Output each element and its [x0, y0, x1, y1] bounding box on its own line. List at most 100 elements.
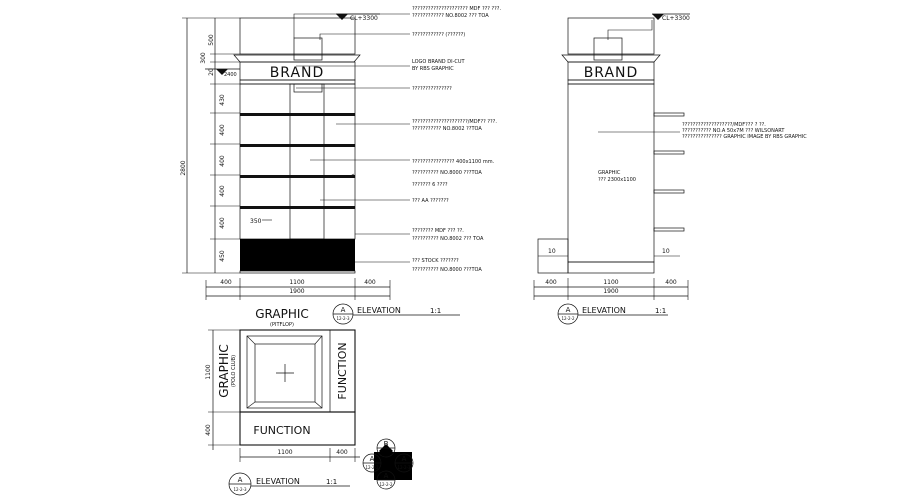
plan-left-label: GRAPHIC [217, 344, 231, 398]
note: ???????? MDF ??? ??. [412, 228, 464, 234]
view-title: ELEVATION [357, 306, 401, 315]
brand-cap [233, 54, 361, 63]
note: ???????????????? 400x1100 mm. [412, 159, 495, 165]
dim-label: 430 [219, 94, 226, 106]
shelf-side [653, 112, 685, 117]
plan-right-label: FUNCTION [336, 342, 349, 399]
annotation-notes: ???????????????????/MDF??? ? ??. ???????… [682, 122, 807, 140]
horizontal-dimensions: 400 1100 400 1900 [205, 278, 391, 300]
dim-label: 400 [665, 279, 677, 286]
dim-label: 400 [219, 124, 226, 136]
dim-label: 400 [219, 155, 226, 167]
note: LOGO BRAND DI-CUT [412, 59, 466, 65]
section-bubble-ref: 12-2-3 [336, 316, 350, 321]
dim-label: 20 [208, 68, 215, 76]
view-scale: 1:1 [326, 478, 337, 486]
dim-label: 400 [219, 185, 226, 197]
key-bubble-ref: 12-2-2 [379, 482, 393, 487]
overall-dim-label: 2800 [180, 160, 187, 175]
note: ?????????? NO.8002 ??? TOA [412, 236, 484, 242]
leader-lines [293, 13, 410, 263]
dim-label: 400 [219, 217, 226, 229]
section-bubble-ref: 12-2-2 [561, 316, 575, 321]
note: ??? AA ??????? [412, 198, 449, 204]
note: ???????????? (??????) [412, 32, 465, 38]
level-mid: 2400 [224, 72, 237, 78]
section-bubble-letter: A [341, 306, 346, 314]
plan-left-sublabel: (POLO CLUB) [231, 355, 237, 387]
key-bubble-bottom: A [384, 472, 389, 480]
shelf [240, 144, 355, 147]
dim-label: 300 [200, 52, 207, 64]
size-tag: 350 [250, 218, 262, 225]
note: ??????????? NO.8002 ??TOA [412, 126, 482, 132]
base-plinth [240, 239, 355, 271]
plan-dimensions: 1100 400 1100 400 [205, 329, 360, 462]
shelf-side [653, 189, 685, 194]
view-scale: 1:1 [655, 307, 666, 315]
view-title-b: A 12-2-2 ELEVATION 1:1 [557, 303, 668, 325]
shelf [240, 206, 355, 209]
dim-label: 400 [364, 279, 376, 286]
plan-top-sublabel: (PITFLOP) [270, 322, 294, 328]
shelf-side [653, 227, 685, 232]
dim-label: 10 [548, 248, 556, 255]
top-panel [239, 17, 356, 55]
plan-top-label: GRAPHIC [255, 307, 309, 321]
dim-label: 1900 [289, 288, 304, 295]
note: ???????????? NO.8002 ??? TOA [412, 13, 489, 19]
side-shelves [653, 112, 685, 232]
key-bubble-ref: 12-2-2 [365, 465, 379, 470]
section-bubble-letter: A [566, 306, 571, 314]
note: ??????? 6 ???? [412, 182, 448, 188]
dim-label: 1100 [205, 364, 212, 379]
dim-label: 1100 [289, 279, 304, 286]
horizontal-dimensions: 400 1100 400 1900 [533, 278, 689, 300]
dim-label: 400 [336, 449, 348, 456]
function-panel-bottom [239, 411, 356, 446]
shelf [240, 175, 355, 178]
section-bubble-ref: 12-2-3 [233, 487, 247, 492]
note: ????????????????????? MDF ??? ???. [412, 6, 501, 12]
dim-label: 1100 [277, 449, 292, 456]
function-panel-right [329, 329, 356, 413]
note: ?????????????????????/MDF?? ???. [412, 119, 497, 125]
shelves [240, 113, 355, 209]
dim-label: 500 [208, 34, 215, 46]
key-bubble-ref: 12-2-3 [397, 465, 411, 470]
brand-label: BRAND [584, 65, 639, 81]
annotation-notes: ????????????????????? MDF ??? ???. ?????… [412, 6, 501, 273]
note: ??????????? NO.A 50x7M ??? WILSONART [682, 128, 785, 134]
dim-label: 400 [220, 279, 232, 286]
brand-label: BRAND [270, 65, 325, 81]
key-bubble-top: B [384, 440, 389, 448]
graphic-size: ??? 2300x1100 [598, 177, 636, 183]
shelf [240, 113, 355, 116]
level-top: CL+3300 [662, 15, 690, 22]
plan-core [254, 343, 316, 403]
key-plan-symbol: B A 12-2-2 A 12-2-3 A 12-2-2 [362, 438, 414, 490]
plan-view: GRAPHIC (PITFLOP) GRAPHIC (POLO CLUB) FU… [205, 307, 360, 496]
note: ?????????? NO.8000 ???TOA [412, 170, 482, 176]
dim-label: 400 [205, 424, 212, 436]
dim-label: 450 [219, 250, 226, 262]
dim-label: 1100 [603, 279, 618, 286]
note: ?????????? NO.8000 ???TOA [412, 267, 482, 273]
note: ???????????????????/MDF??? ? ??. [682, 122, 766, 128]
note: ??? STOCK ??????? [412, 258, 459, 264]
elevation-b: BRAND GRAPHIC ??? 2300x1100 10 10 CL+330… [533, 13, 807, 325]
note: BY RBS GRAPHIC [412, 66, 454, 72]
view-title: ELEVATION [582, 306, 626, 315]
main-body [239, 83, 356, 240]
view-title-plan: A 12-2-3 ELEVATION 1:1 [228, 472, 350, 496]
key-bubble-left: A [370, 455, 375, 463]
section-bubble-letter: A [238, 476, 243, 484]
vertical-dimensions: 500 300 20 430 400 400 400 400 450 2800 [180, 17, 240, 274]
view-title: ELEVATION [256, 477, 300, 486]
dim-label: 1900 [603, 288, 618, 295]
plan-bottom-label: FUNCTION [253, 424, 310, 437]
level-top: CL+3300 [350, 15, 378, 22]
graphic-label: GRAPHIC [598, 170, 621, 176]
note: ??????????????? [412, 86, 452, 92]
